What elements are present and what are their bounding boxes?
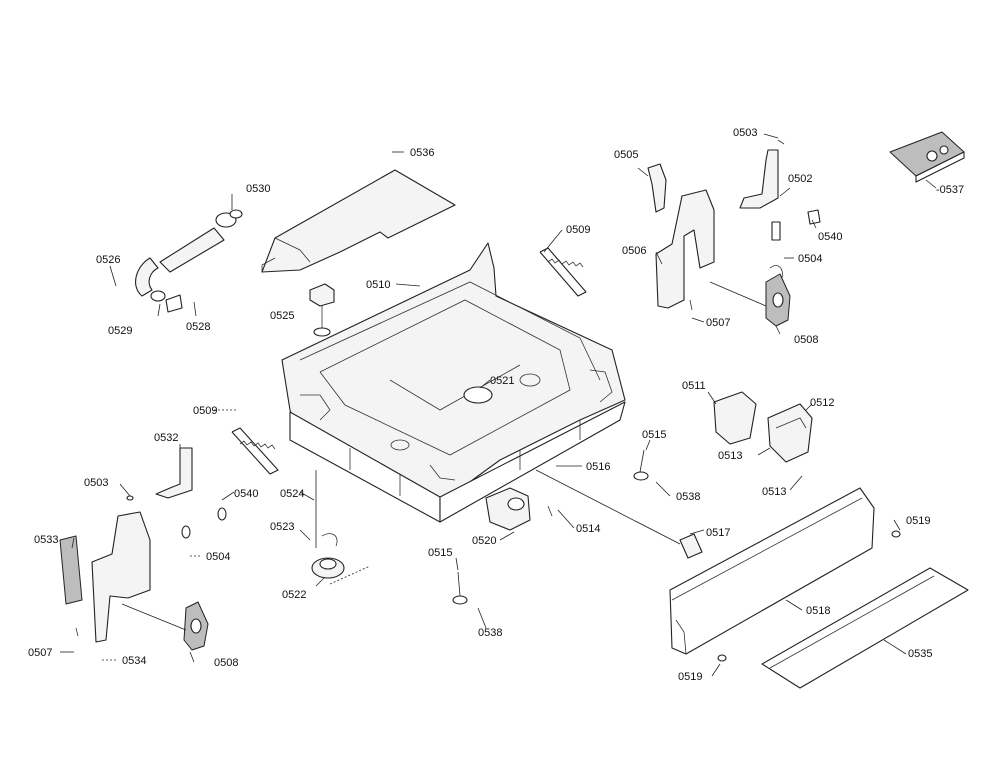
part-0525-clip — [309, 283, 335, 337]
part-0510-tub-base — [281, 242, 626, 523]
part-0509-spring-left — [231, 427, 279, 475]
callout-0518: 0518 — [806, 605, 830, 617]
part-0533-panel — [59, 535, 83, 605]
leader-lines — [60, 133, 937, 677]
part-0534-side-hinge — [91, 511, 151, 643]
callout-0524: 0524 — [280, 488, 304, 500]
callout-0511: 0511 — [682, 380, 706, 392]
callout-0538-lower: 0538 — [478, 627, 502, 639]
callout-0502: 0502 — [788, 173, 812, 185]
callout-0526: 0526 — [96, 254, 120, 266]
callout-0538-upper: 0538 — [676, 491, 700, 503]
part-0518-toe-kick — [669, 487, 875, 655]
callout-0513-upper: 0513 — [718, 450, 742, 462]
callout-0516: 0516 — [586, 461, 610, 473]
callout-0508-right: 0508 — [794, 334, 818, 346]
callout-0528: 0528 — [186, 321, 210, 333]
callout-0514: 0514 — [576, 523, 600, 535]
callout-0523: 0523 — [270, 521, 294, 533]
callout-0533: 0533 — [34, 534, 58, 546]
callout-0519-right: 0519 — [906, 515, 930, 527]
callout-0530: 0530 — [246, 183, 270, 195]
callout-0532: 0532 — [154, 432, 178, 444]
callout-0537: -0537 — [936, 184, 964, 196]
part-0532-bracket — [155, 447, 193, 499]
callout-labels: 0503 0505 0502 -0537 0536 0530 0526 0529… — [28, 127, 964, 683]
callout-0503: 0503 — [733, 127, 757, 139]
callout-0509-top: 0509 — [566, 224, 590, 236]
callout-0507-left: 0507 — [28, 647, 52, 659]
callout-0536: 0536 — [410, 147, 434, 159]
callout-0521: 0521 — [490, 375, 514, 387]
part-0516-rod — [535, 469, 703, 559]
callout-0507-right: 0507 — [706, 317, 730, 329]
part-0524-wire — [315, 470, 338, 548]
callout-0509-left: 0509 — [193, 405, 217, 417]
part-0509-spring-top — [539, 247, 587, 297]
callout-0508-left: 0508 — [214, 657, 238, 669]
part-0511-housing — [713, 391, 757, 445]
part-0520-motor — [485, 487, 531, 531]
part-0515-screw-a — [633, 449, 649, 481]
callout-0535: 0535 — [908, 648, 932, 660]
part-0505-bracket — [647, 163, 667, 213]
callout-0525: 0525 — [270, 310, 294, 322]
part-0506-door-hinge — [655, 189, 715, 311]
part-0515-screw-b — [452, 571, 468, 605]
callout-0540-left: 0540 — [234, 488, 258, 500]
part-0537-control-board — [889, 131, 965, 183]
callout-0519-lower: 0519 — [678, 671, 702, 683]
part-0508-hinge-spring-right — [709, 265, 791, 327]
part-0502-bracket — [739, 139, 821, 241]
callout-0504-left: 0504 — [206, 551, 230, 563]
callout-0534: 0534 — [122, 655, 146, 667]
part-0508-hinge-spring-left — [121, 601, 209, 651]
callout-0504-right: 0504 — [798, 253, 822, 265]
callout-0522: 0522 — [282, 589, 306, 601]
callout-0517: 0517 — [706, 527, 730, 539]
callout-0506: 0506 — [622, 245, 646, 257]
callout-0515-upper: 0515 — [642, 429, 666, 441]
part-0535-base-plate — [761, 567, 969, 689]
part-0522-pump-wheel — [311, 557, 345, 579]
callout-0515-lower: 0515 — [428, 547, 452, 559]
callout-0529: 0529 — [108, 325, 132, 337]
part-0526-hose — [135, 209, 243, 313]
callout-0503-left: 0503 — [84, 477, 108, 489]
callout-0520: 0520 — [472, 535, 496, 547]
callout-0510: 0510 — [366, 279, 390, 291]
callout-0513-lower: 0513 — [762, 486, 786, 498]
callout-0540-right: 0540 — [818, 231, 842, 243]
callout-0512: 0512 — [810, 397, 834, 409]
callout-0505: 0505 — [614, 149, 638, 161]
part-0512-cover — [767, 403, 813, 463]
part-0536-cover-panel — [261, 169, 456, 273]
